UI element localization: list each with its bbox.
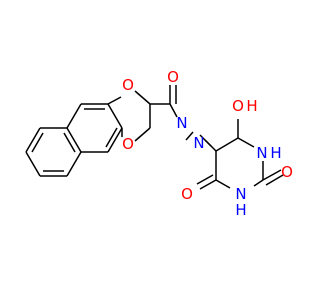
bond-inner <box>105 127 118 148</box>
nh-bottom-nitrogen: N <box>235 185 246 203</box>
ring-oxygen-top: O <box>122 76 134 94</box>
bond <box>134 127 151 142</box>
bond <box>185 131 194 141</box>
nh-top-hydrogen: H <box>270 144 281 162</box>
hydroxyl-hydrogen: H <box>246 97 257 115</box>
ring-oxygen-bottom: O <box>122 135 134 153</box>
carbonyl-oxygen: O <box>167 68 179 86</box>
bonds <box>25 85 284 190</box>
bond <box>66 127 82 153</box>
bond <box>215 137 239 152</box>
bond <box>25 151 41 177</box>
pyrimidine-oxygen-right: O <box>281 163 293 181</box>
bond <box>199 134 212 147</box>
bond-inner <box>63 132 76 153</box>
bond <box>253 179 264 187</box>
bond <box>66 103 82 129</box>
bond <box>134 90 151 105</box>
azo-nitrogen-2: N <box>193 134 204 152</box>
bond <box>237 137 255 148</box>
bond <box>107 127 123 153</box>
bond <box>196 174 214 185</box>
bond-inner <box>31 132 44 153</box>
bond <box>265 174 284 186</box>
bond <box>215 179 231 189</box>
azo-nitrogen-1: N <box>176 114 187 132</box>
hydroxyl-oxygen: O <box>232 97 244 115</box>
bond <box>107 96 122 105</box>
molecule-structure: O O O N N O H N H O N H O <box>25 68 293 219</box>
bond <box>66 151 82 177</box>
bond <box>199 179 217 190</box>
pyrimidine-oxygen-bottom: O <box>181 185 193 203</box>
bond <box>169 103 178 118</box>
atoms: O O O N N O H N H O N H O <box>122 68 293 219</box>
bond <box>262 169 282 181</box>
bond <box>25 127 41 153</box>
bond <box>107 103 123 129</box>
nh-top-nitrogen: N <box>256 144 267 162</box>
molecule-diagram: O O O N N O H N H O N H O <box>25 68 293 219</box>
nh-bottom-hydrogen: H <box>235 201 246 219</box>
